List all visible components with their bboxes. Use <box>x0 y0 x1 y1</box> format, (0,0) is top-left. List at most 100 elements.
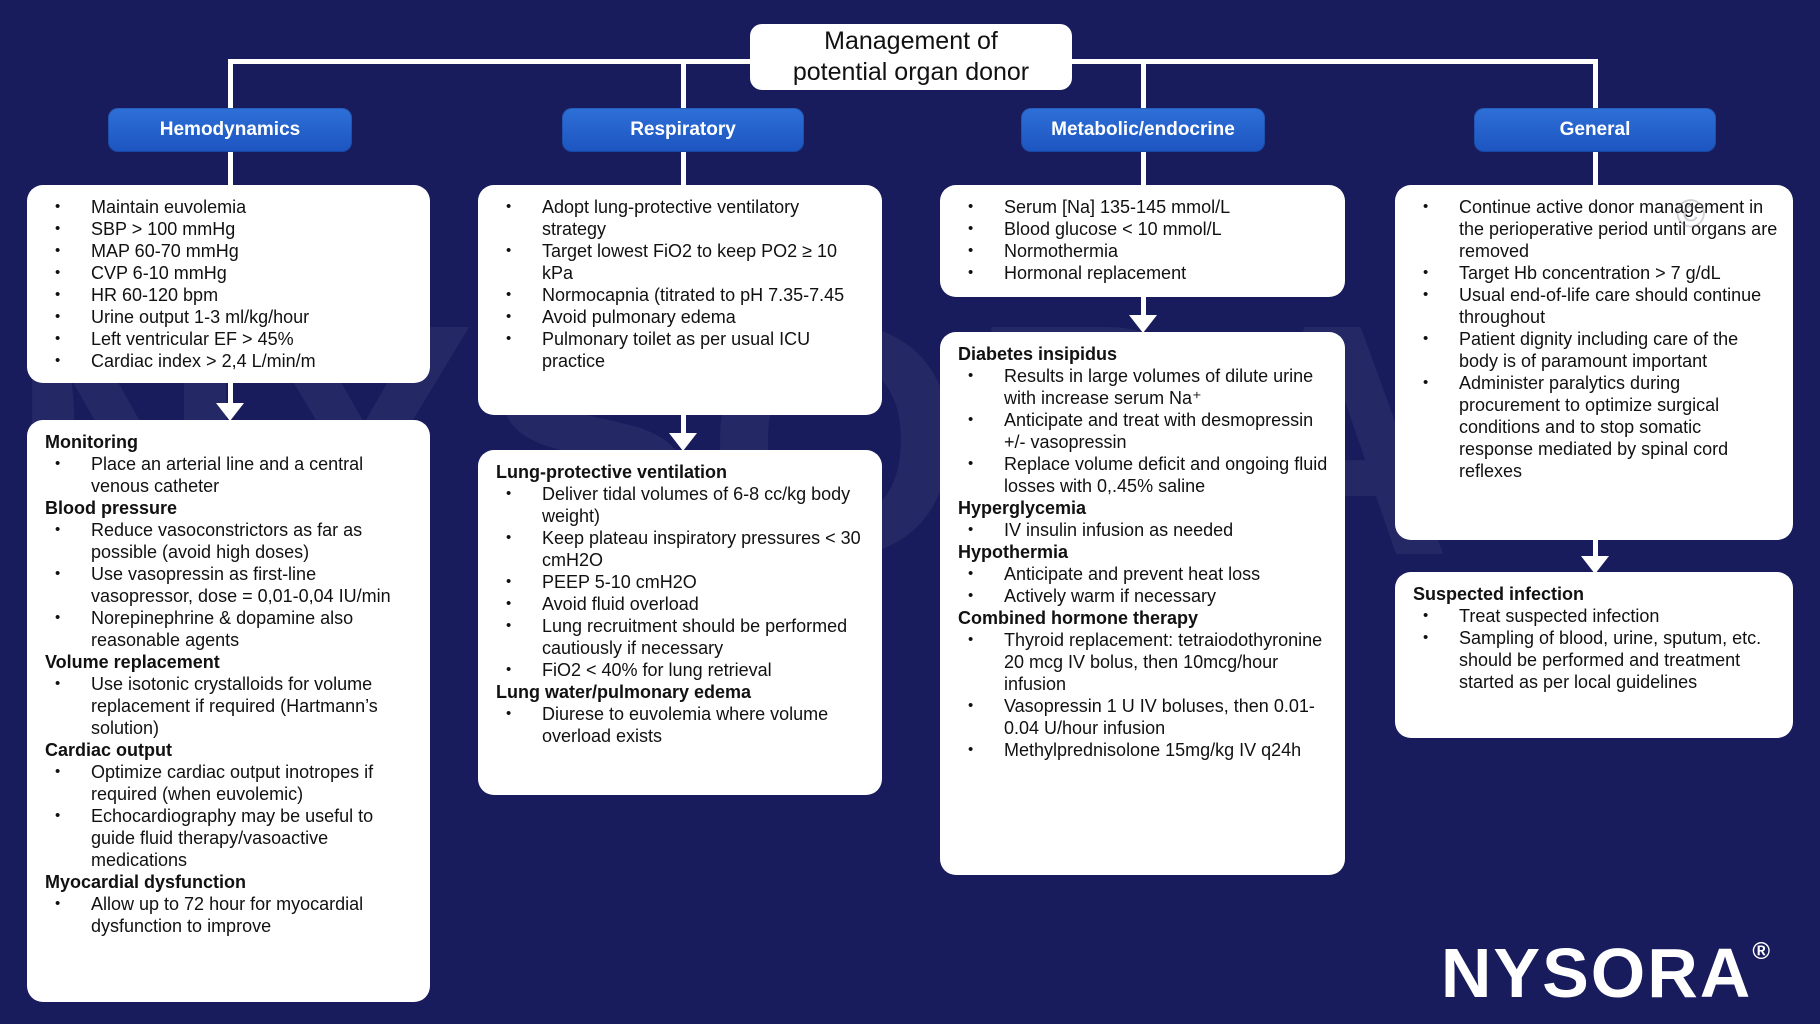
arrow-head-hemodynamics-icon <box>216 403 244 421</box>
bullet-dot-icon: • <box>55 352 61 369</box>
bullet-dot-icon: • <box>506 485 512 502</box>
bullet-text: FiO2 < 40% for lung retrieval <box>542 660 772 680</box>
respiratory-management-box: Lung-protective ventilation•Deliver tida… <box>478 450 882 795</box>
bullet-dot-icon: • <box>968 697 974 714</box>
bullet-item: •Anticipate and prevent heat loss <box>958 563 1331 585</box>
bullet-text: Replace volume deficit and ongoing fluid… <box>1004 454 1328 496</box>
bullet-text: Reduce vasoconstrictors as far as possib… <box>91 520 363 562</box>
bullet-dot-icon: • <box>968 741 974 758</box>
bullet-dot-icon: • <box>506 330 512 347</box>
bullet-dot-icon: • <box>506 242 512 259</box>
bullet-dot-icon: • <box>1423 330 1429 347</box>
bullet-item: •Use vasopressin as first-line vasopress… <box>45 563 416 607</box>
bullet-item: •Left ventricular EF > 45% <box>45 328 416 350</box>
bullet-text: Left ventricular EF > 45% <box>91 329 294 349</box>
bullet-item: •SBP > 100 mmHg <box>45 218 416 240</box>
arrow-stem-hemodynamics <box>228 376 233 404</box>
arrow-stem-general <box>1593 537 1598 557</box>
bullet-item: • Urine output 1-3 ml/kg/hour <box>45 306 416 328</box>
section-header: Blood pressure <box>45 498 178 518</box>
bullet-dot-icon: • <box>968 631 974 648</box>
bullet-item: • Methylprednisolone 15mg/kg IV q24h <box>958 739 1331 761</box>
arrow-head-respiratory-icon <box>669 433 697 451</box>
bullet-text: Avoid fluid overload <box>542 594 699 614</box>
bullet-item: •Anticipate and treat with desmopressin … <box>958 409 1331 453</box>
bullet-item: •HR 60-120 bpm <box>45 284 416 306</box>
bullet-text: Avoid pulmonary edema <box>542 307 736 327</box>
bullet-text: Vasopressin 1 U IV boluses, then 0.01-0.… <box>1004 696 1315 738</box>
bullet-dot-icon: • <box>1423 264 1429 281</box>
arrow-stem-respiratory <box>681 413 686 434</box>
bullet-dot-icon: • <box>55 763 61 780</box>
section-header: Lung water/pulmonary edema <box>496 682 752 702</box>
bullet-dot-icon: • <box>55 609 61 626</box>
bullet-dot-icon: • <box>968 565 974 582</box>
bullet-text: Usual end-of-life care should continue t… <box>1459 285 1762 327</box>
category-metabolic-endocrine: Metabolic/endocrine <box>1021 108 1265 152</box>
section-header: Hyperglycemia <box>958 498 1087 518</box>
bullet-dot-icon: • <box>55 198 61 215</box>
bullet-item: •Norepinephrine & dopamine also reasonab… <box>45 607 416 651</box>
diagram-title: Management of potential organ donor <box>750 24 1072 90</box>
bullet-item: •Use isotonic crystalloids for volume re… <box>45 673 416 739</box>
bullet-text: IV insulin infusion as needed <box>1004 520 1234 540</box>
section-header: Diabetes insipidus <box>958 344 1118 364</box>
bullet-dot-icon: • <box>55 521 61 538</box>
bullet-text: Pulmonary toilet as per usual ICU practi… <box>542 329 811 371</box>
bullet-dot-icon: • <box>55 308 61 325</box>
bullet-item: •PEEP 5-10 cmH2O <box>496 571 868 593</box>
section-header: Hypothermia <box>958 542 1069 562</box>
bullet-dot-icon: • <box>55 264 61 281</box>
respiratory-targets-box: • Adopt lung-protective ventilatory strat… <box>478 185 882 415</box>
suspected-infection-box: Suspected infection•Treat suspected infe… <box>1395 572 1793 738</box>
bullet-text: Blood glucose < 10 mmol/L <box>1004 219 1222 239</box>
bullet-dot-icon: • <box>1423 374 1429 391</box>
section-header: Suspected infection <box>1413 584 1585 604</box>
bullet-dot-icon: • <box>506 529 512 546</box>
bullet-text: Place an arterial line and a central ven… <box>91 454 364 496</box>
bullet-dot-icon: • <box>55 565 61 582</box>
bullet-item: • Keep plateau inspiratory pressures < 30… <box>496 527 868 571</box>
bullet-dot-icon: • <box>1423 198 1429 215</box>
bullet-item: •Administer paralytics during procuremen… <box>1413 372 1779 482</box>
bullet-dot-icon: • <box>506 573 512 590</box>
arrow-head-general-icon <box>1581 556 1609 574</box>
bullet-dot-icon: • <box>1423 286 1429 303</box>
bullet-dot-icon: • <box>506 705 512 722</box>
bullet-item: •Results in large volumes of dilute urin… <box>958 365 1331 409</box>
bullet-item: •Hormonal replacement <box>958 262 1331 284</box>
bullet-item: • Pulmonary toilet as per usual ICU pract… <box>496 328 868 372</box>
arrow-head-metabolic-icon <box>1129 315 1157 333</box>
bullet-text: Normothermia <box>1004 241 1119 261</box>
bullet-text: Keep plateau inspiratory pressures < 30 … <box>542 528 861 570</box>
nysora-logo: NYSORA® <box>1441 938 1772 1008</box>
bullet-item: • Vasopressin 1 U IV boluses, then 0.01-0… <box>958 695 1331 739</box>
bullet-item: •Sampling of blood, urine, sputum, etc. … <box>1413 627 1779 693</box>
title-line2: potential organ donor <box>792 58 1030 86</box>
bullet-text: Serum [Na] 135-145 mmol/L <box>1004 197 1231 217</box>
metabolic-targets-box: •Serum [Na] 135-145 mmol/L • Blood glucose… <box>940 185 1345 297</box>
hemodynamics-targets-box: •Maintain euvolemia•SBP > 100 mmHg•MAP 6… <box>27 185 430 383</box>
bullet-item: •IV insulin infusion as needed <box>958 519 1331 541</box>
bullet-text: Deliver tidal volumes of 6-8 cc/kg body … <box>542 484 851 526</box>
bullet-item: •Diurese to euvolemia where volume overl… <box>496 703 868 747</box>
bullet-item: •Patient dignity including care of the b… <box>1413 328 1779 372</box>
bullet-text: Adopt lung-protective ventilatory strate… <box>542 197 800 239</box>
bullet-text: Optimize cardiac output inotropes if req… <box>91 762 374 804</box>
bullet-item: •Place an arterial line and a central ve… <box>45 453 416 497</box>
bullet-dot-icon: • <box>968 587 974 604</box>
category-respiratory: Respiratory <box>562 108 804 152</box>
bullet-item: •Serum [Na] 135-145 mmol/L <box>958 196 1331 218</box>
bullet-dot-icon: • <box>55 807 61 824</box>
bullet-dot-icon: • <box>506 617 512 634</box>
bullet-item: •Target Hb concentration > 7 g/dL <box>1413 262 1779 284</box>
bullet-text: Hormonal replacement <box>1004 263 1187 283</box>
bullet-text: Methylprednisolone 15mg/kg IV q24h <box>1004 740 1302 760</box>
bullet-item: • Optimize cardiac output inotropes if re… <box>45 761 416 805</box>
bullet-dot-icon: • <box>55 220 61 237</box>
bullet-text: Urine output 1-3 ml/kg/hour <box>91 307 310 327</box>
bullet-item: • Blood glucose < 10 mmol/L <box>958 218 1331 240</box>
bullet-item: •Normothermia <box>958 240 1331 262</box>
bullet-text: Results in large volumes of dilute urine… <box>1004 366 1314 408</box>
bullet-dot-icon: • <box>968 220 974 237</box>
